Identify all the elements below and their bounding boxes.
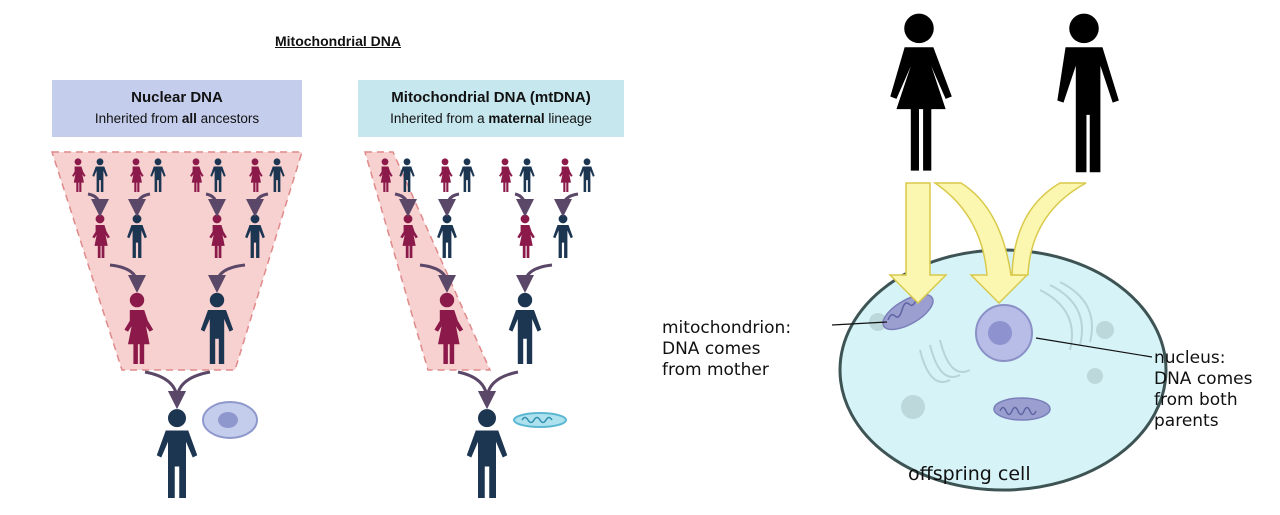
offspring-cell-label: offspring cell — [908, 463, 1031, 485]
endoplasmic-reticulum — [919, 281, 1093, 383]
nucleus-core-icon — [218, 412, 238, 428]
subtitle-text: lineage — [544, 111, 592, 126]
label-line: DNA comes — [1154, 369, 1253, 389]
inheritance-arrow-icon — [168, 370, 211, 409]
nuclear-dna-header: Nuclear DNA Inherited from all ancestors — [52, 80, 302, 137]
male-person-icon — [437, 214, 457, 258]
woman-silhouette-icon — [890, 13, 952, 171]
inheritance-arrow-icon — [478, 370, 519, 409]
inheritance-arrow-icon — [208, 263, 246, 293]
father-to-nucleus-arrow — [1011, 182, 1087, 276]
mtdna-header: Mitochondrial DNA (mtDNA) Inherited from… — [358, 80, 624, 137]
inheritance-arrow-icon — [516, 263, 553, 293]
inheritance-arrow-icon — [394, 192, 417, 217]
man-silhouette-icon — [1057, 13, 1119, 173]
inheritance-arrow-icon — [438, 192, 460, 217]
inheritance-arrow-icon — [205, 192, 226, 217]
female-person-icon — [517, 214, 535, 258]
inheritance-arrow-icon — [457, 370, 496, 409]
cell-mitochondrion-top — [882, 293, 934, 331]
subtitle-text: ancestors — [196, 111, 260, 126]
inheritance-arrow-icon — [128, 192, 151, 217]
mtdna-subtitle: Inherited from a maternal lineage — [358, 111, 624, 126]
label-line: mitochondrion: — [662, 318, 792, 338]
mitochondrion-pointer — [831, 321, 888, 326]
inheritance-arrows — [888, 182, 1087, 305]
nucleus-pointer — [1035, 337, 1153, 358]
label-line: parents — [1154, 411, 1219, 431]
maternal-lineage-region — [364, 151, 492, 371]
male-person-icon — [459, 158, 475, 192]
inheritance-arrow-icon — [144, 370, 186, 409]
inheritance-arrow-icon — [109, 263, 146, 293]
subtitle-text: Inherited from — [94, 111, 182, 126]
inheritance-arrow-icon — [87, 192, 109, 217]
female-person-icon — [499, 158, 513, 192]
nuclear-dna-subtitle: Inherited from all ancestors — [52, 111, 302, 126]
inheritance-arrow-icon — [246, 192, 269, 217]
mitochondrion-label: mitochondrion: DNA comes from mother — [662, 318, 791, 381]
mother-to-nucleus-arrow — [932, 182, 1029, 305]
nuclear-dna-heading: Nuclear DNA — [131, 89, 223, 106]
nuclear-inheritance-region — [50, 151, 304, 371]
male-person-icon — [579, 158, 595, 192]
mtdna-heading: Mitochondrial DNA (mtDNA) — [391, 89, 591, 106]
subtitle-emphasis: maternal — [488, 111, 545, 126]
inheritance-arrow-icon — [554, 192, 579, 217]
label-line: from mother — [662, 360, 769, 380]
cell-mitochondrion-bottom — [993, 397, 1051, 421]
mitochondrion-icon — [513, 412, 567, 428]
page-title: Mitochondrial DNA — [275, 33, 401, 49]
inheritance-arrow-icon — [514, 192, 534, 217]
female-person-icon — [439, 158, 453, 192]
male-person-icon — [508, 292, 542, 364]
label-line: DNA comes — [662, 339, 761, 359]
female-person-icon — [559, 158, 573, 192]
male-person-icon — [156, 409, 198, 498]
male-person-icon — [519, 158, 535, 192]
male-person-icon — [553, 214, 573, 258]
subtitle-text: Inherited from a — [390, 111, 489, 126]
label-line: nucleus: — [1154, 348, 1226, 368]
subtitle-emphasis: all — [181, 111, 197, 126]
mother-to-mitochondrion-arrow — [888, 182, 948, 305]
nucleus-label: nucleus: DNA comes from both parents — [1154, 348, 1252, 432]
label-line: from both — [1154, 390, 1238, 410]
male-person-icon — [466, 409, 508, 498]
cell-vesicles — [869, 313, 1114, 419]
inheritance-arrow-icon — [419, 263, 456, 293]
cell-nucleolus — [988, 321, 1012, 345]
